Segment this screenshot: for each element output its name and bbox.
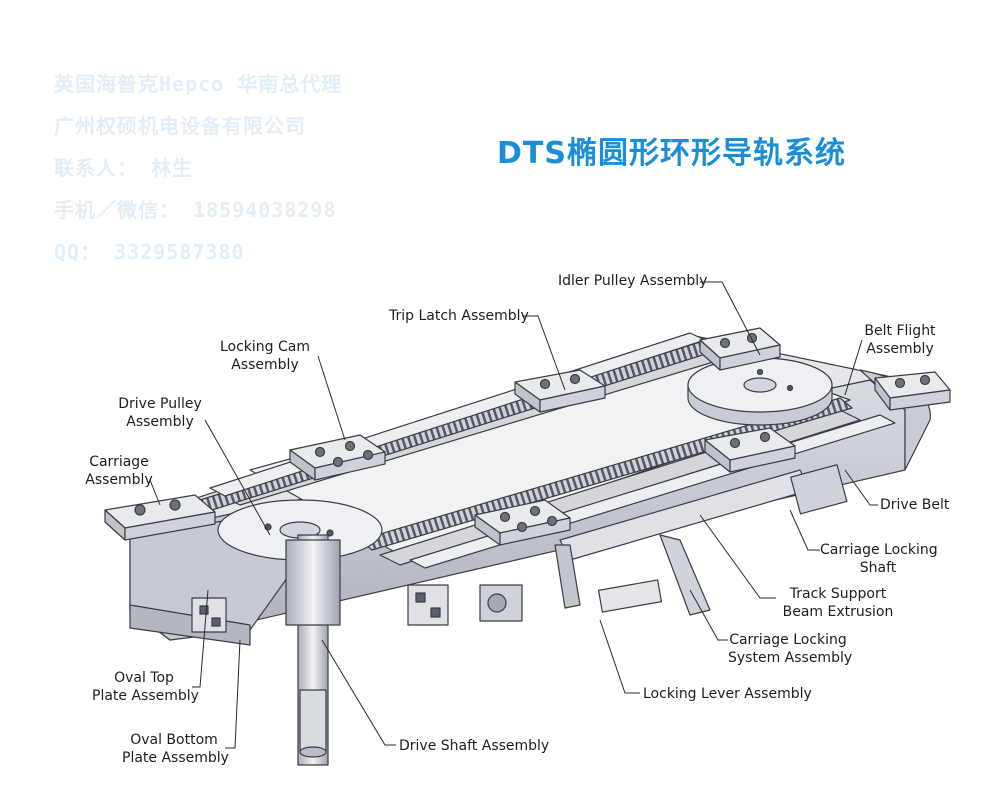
leader-lines: [149, 281, 878, 749]
leader-oval-bottom: [225, 639, 241, 749]
leader-carriage: [149, 479, 161, 506]
extrusion-end-center: [407, 584, 449, 626]
locking-link: [554, 544, 581, 609]
label-drive-belt: Drive Belt: [880, 497, 950, 513]
leader-trip-latch: [522, 315, 566, 391]
watermark-line: 英国海普克Hepco 华南总代理: [54, 72, 343, 96]
watermark-line: 联系人： 林生: [54, 156, 194, 180]
label-trip-latch: Trip Latch Assembly: [389, 308, 529, 324]
carriage-left-end: [104, 494, 216, 541]
leader-track-support: [699, 514, 776, 599]
carriage-near-center: [474, 499, 571, 546]
drive-shaft-collar: [285, 539, 341, 626]
leader-drive-pulley: [204, 419, 271, 536]
label-idler-pulley: Idler Pulley Assembly: [558, 273, 708, 289]
carriage-trip-latch: [514, 369, 606, 413]
carriage-near-right: [704, 427, 796, 473]
watermark-line: 广州权硕机电设备有限公司: [54, 114, 306, 138]
carriage-idler-end: [699, 327, 781, 371]
leader-belt-flight: [844, 339, 863, 396]
leader-locking-lever: [599, 619, 640, 694]
watermark-line: QQ： 3329587380: [54, 240, 245, 264]
label-drive-shaft: Drive Shaft Assembly: [399, 738, 550, 754]
locking-cylinder: [597, 579, 663, 613]
leader-carriage-locking-shaft: [789, 509, 820, 551]
leader-locking-cam: [317, 355, 346, 441]
carriage-locking-cam: [289, 434, 386, 481]
locking-motor-right: [790, 464, 848, 515]
leader-idler-pulley: [700, 281, 761, 356]
locking-lever: [659, 534, 711, 616]
leader-carriage-locking-system: [689, 589, 728, 641]
label-locking-lever: Locking Lever Assembly: [643, 686, 812, 702]
leader-drive-belt: [844, 469, 878, 506]
carriage-right-end: [874, 371, 951, 411]
extrusion-end-left: [191, 597, 227, 633]
leader-drive-shaft: [321, 639, 396, 746]
watermark-line: 手机／微信： 18594038298: [54, 198, 337, 222]
diagram-title: DTS椭圆形环形导轨系统: [497, 136, 846, 171]
leader-oval-top: [192, 589, 209, 688]
locking-motor-left: [479, 584, 523, 622]
